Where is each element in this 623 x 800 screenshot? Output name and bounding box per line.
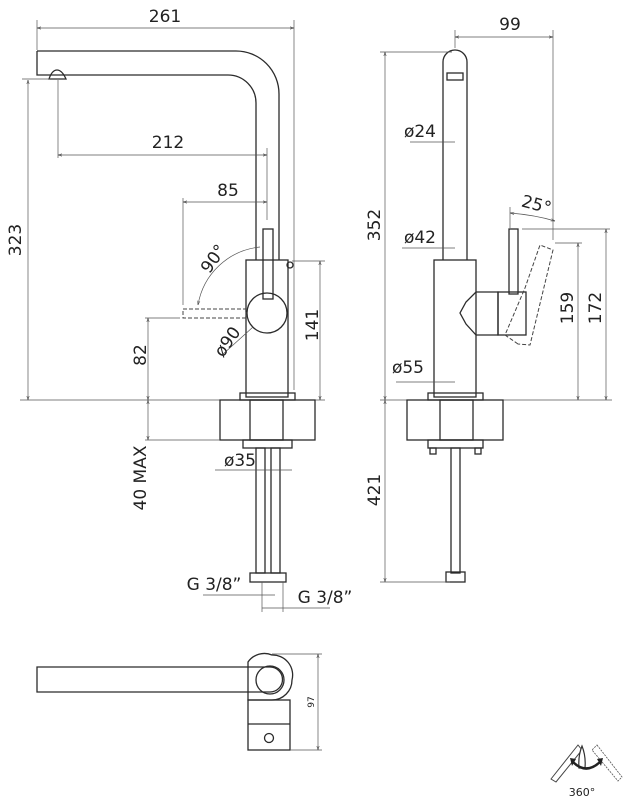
fixing-nut (242, 439, 293, 449)
top-spout (36, 666, 284, 693)
dim-lever-diameter: ø90 (211, 323, 246, 361)
side-lever (508, 228, 519, 295)
side-shank (439, 399, 474, 441)
lever-hub (246, 292, 288, 334)
spout-outlet (446, 72, 464, 81)
top-view: 97 (36, 652, 322, 751)
side-hose-nut (445, 571, 466, 583)
dim-lever-offset: 85 (217, 181, 239, 201)
stud-right (474, 447, 482, 455)
dim-lever-height-low: 159 (558, 292, 578, 324)
lever-tilted-dashed (504, 244, 554, 346)
dim-depth: 97 (307, 696, 317, 707)
dim-lever-height: 82 (131, 344, 151, 366)
side-counter-section (406, 399, 504, 441)
spout (36, 50, 280, 260)
dim-spout-diameter: ø24 (404, 122, 436, 142)
lever-hole (263, 732, 275, 744)
lever-block (497, 291, 527, 336)
lever (262, 228, 274, 300)
top-base-ring (247, 652, 294, 701)
dim-connection-right: G 3/8” (298, 588, 353, 608)
top-lever-block (247, 699, 291, 751)
lever-rotated-dashed (182, 308, 247, 319)
dim-connection-left: G 3/8” (187, 575, 242, 595)
hose-right (270, 447, 281, 574)
stud-left (429, 447, 437, 455)
dim-hose-length: 421 (365, 474, 385, 506)
side-hose (450, 447, 461, 574)
dim-lever-rotation: 90° (197, 241, 231, 277)
dim-body-diameter: ø42 (404, 228, 436, 248)
aerator (48, 69, 68, 80)
front-view: 261 212 85 323 90° ø90 141 82 40 MAX ø35… (6, 7, 352, 612)
dim-spout-reach: 212 (152, 133, 184, 153)
dim-shank-diameter: ø35 (224, 451, 256, 471)
dim-lever-height-high: 172 (586, 292, 606, 324)
dim-spout-offset: 99 (499, 15, 521, 35)
hose-left (255, 447, 266, 574)
dim-overall-width: 261 (149, 7, 181, 27)
rotation-360-icon: 360° (550, 744, 623, 799)
shank (249, 399, 284, 441)
hose-nuts (249, 572, 287, 583)
dim-max-counter-thickness: 40 MAX (131, 445, 151, 510)
dim-base-diameter: ø55 (392, 358, 424, 378)
counter-section (219, 399, 316, 441)
rotation-label: 360° (569, 786, 596, 799)
dim-height: 323 (6, 224, 26, 256)
side-fixing-nut (427, 439, 484, 449)
side-view: 99 352 ø24 ø42 ø55 25° 159 172 421 (365, 15, 612, 583)
side-body (433, 259, 477, 398)
cartridge-housing (459, 291, 499, 336)
dim-total-height: 352 (365, 209, 385, 241)
dim-body-height: 141 (303, 309, 323, 341)
faucet-body (245, 259, 289, 398)
indicator-dot (286, 261, 294, 269)
top-spout-ring (255, 665, 285, 695)
spout-column (442, 49, 468, 260)
